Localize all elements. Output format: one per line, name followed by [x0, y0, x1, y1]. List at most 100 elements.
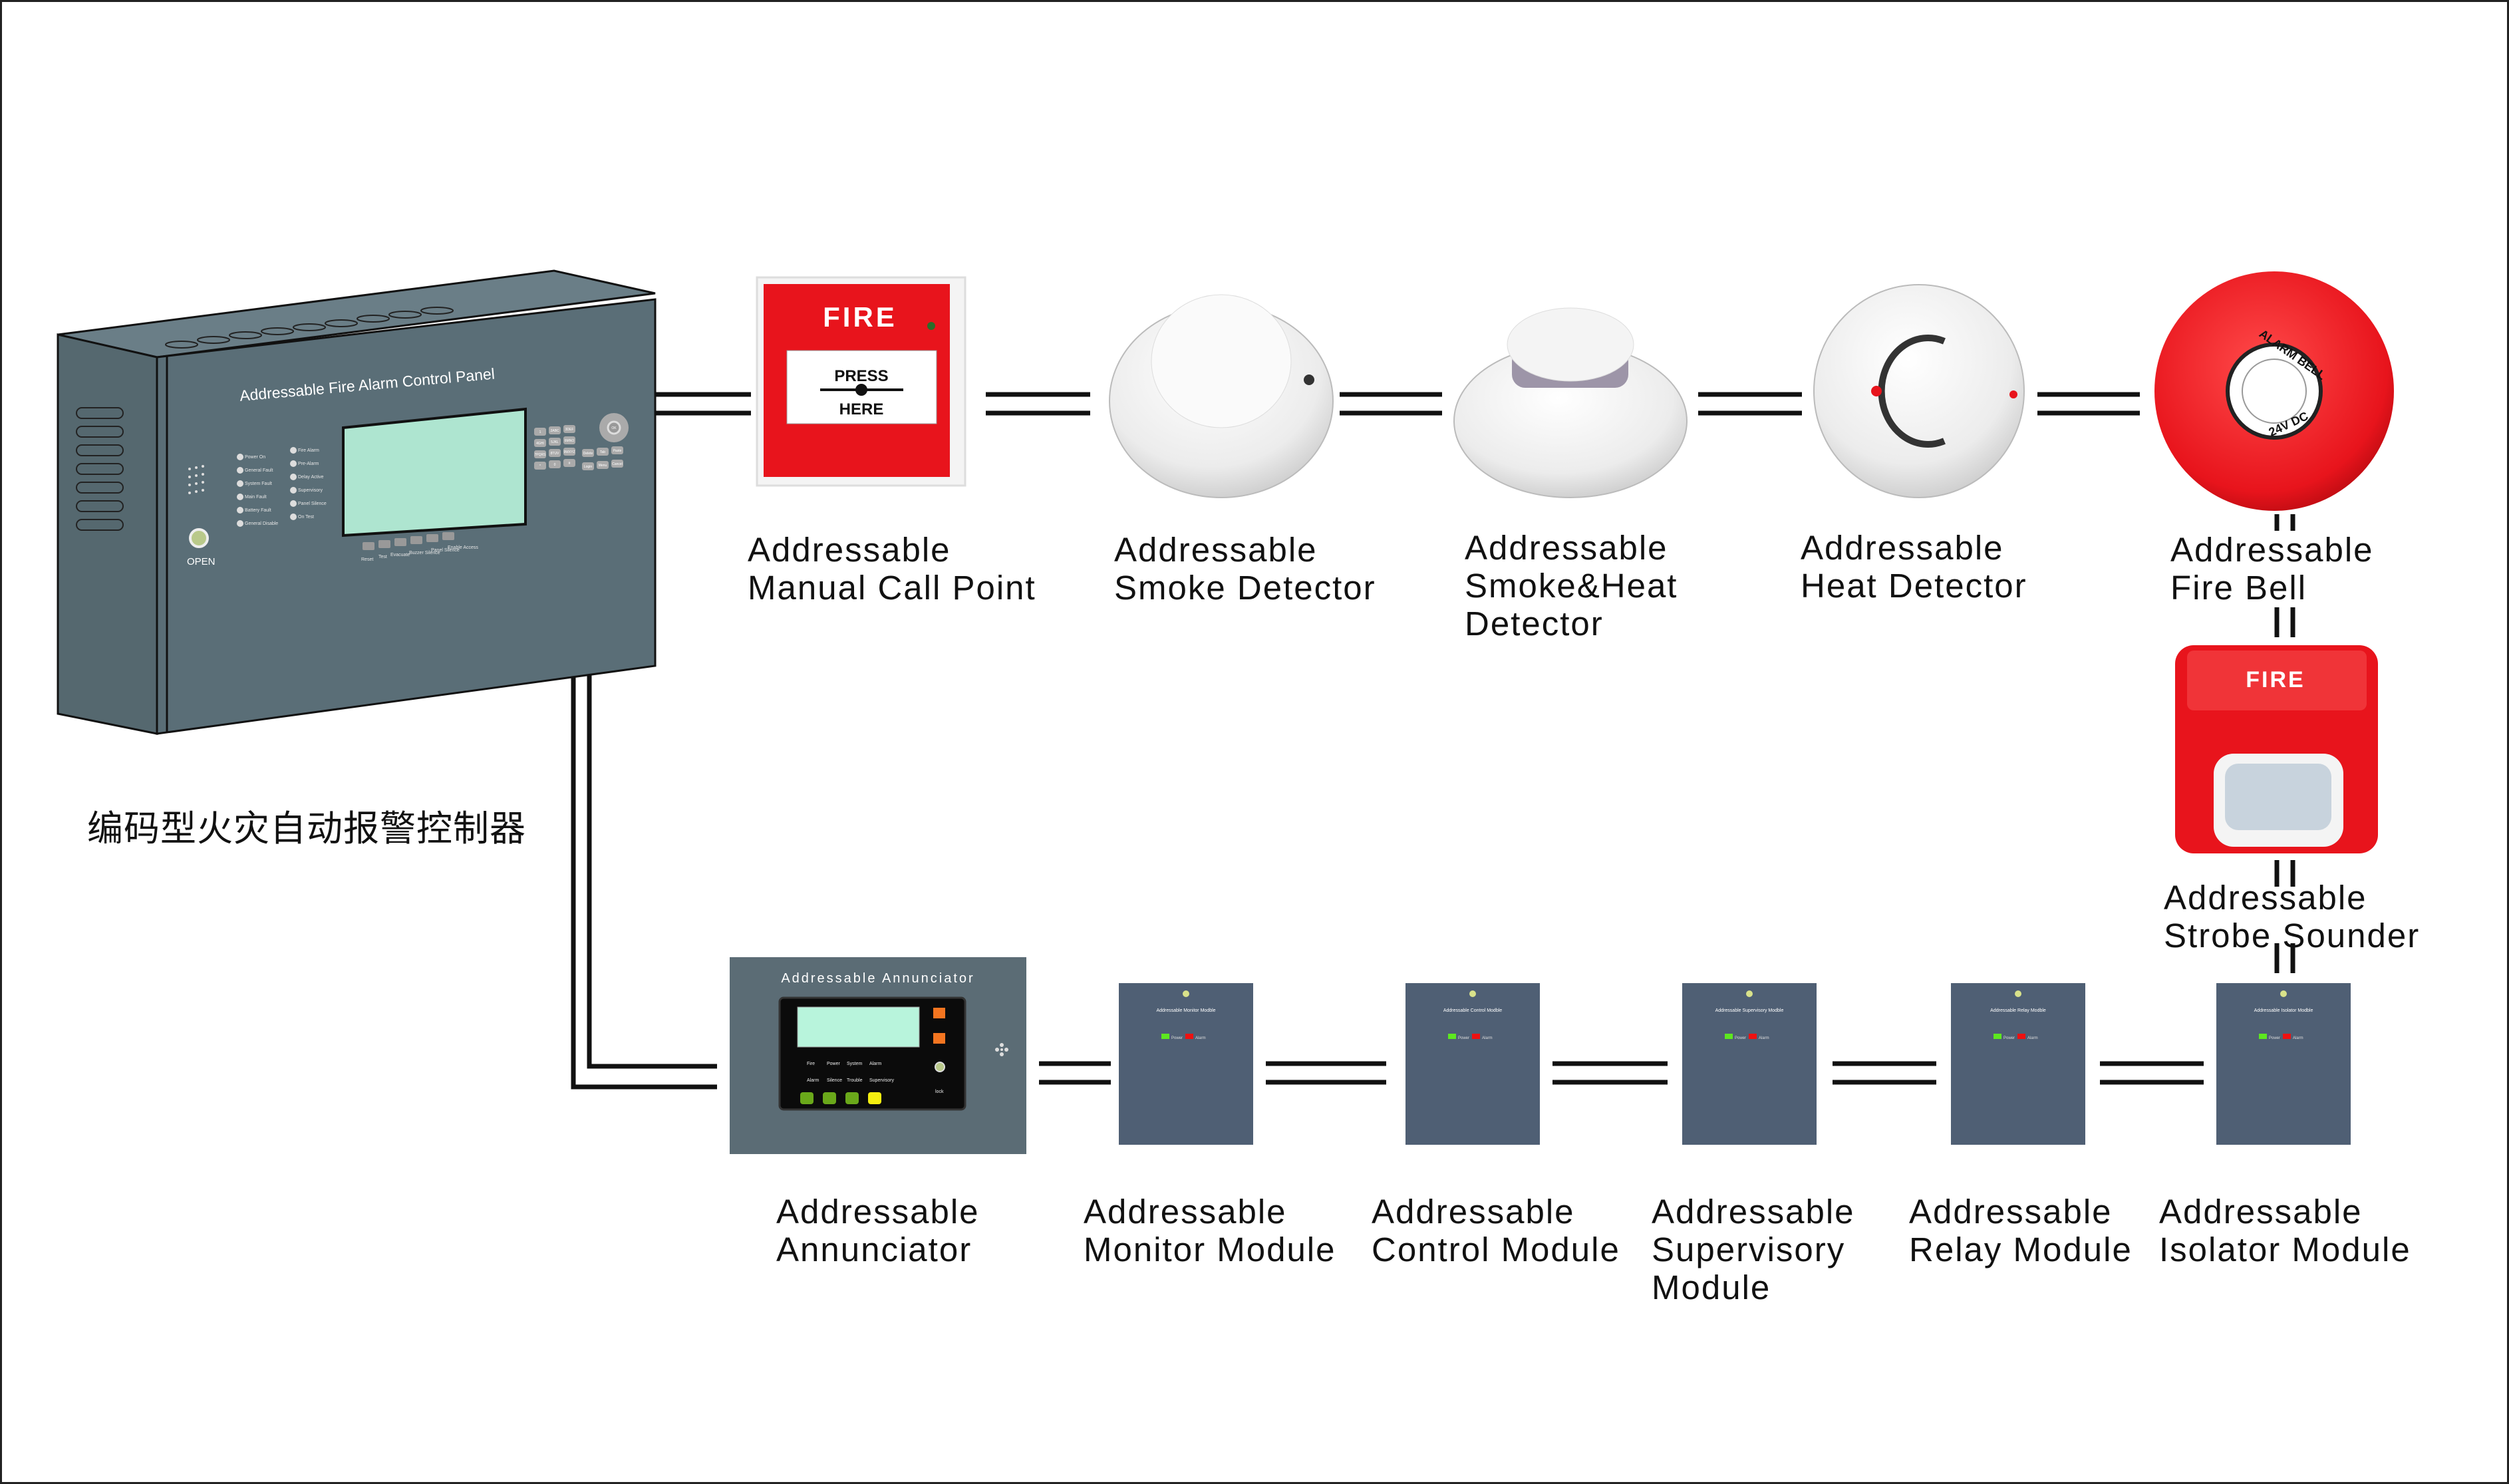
svg-text:Test: Test: [378, 555, 387, 559]
svg-text:PRESS: PRESS: [834, 367, 888, 385]
key-delete: Delete: [583, 452, 593, 456]
key-8tuv: 8TUV: [551, 452, 559, 456]
svg-text:FIRE: FIRE: [2246, 667, 2305, 692]
svg-text:Addressable Monitor Modble: Addressable Monitor Modble: [1156, 1008, 1215, 1013]
svg-text:General Fault: General Fault: [245, 468, 273, 473]
key-2abc: 2ABC: [550, 429, 559, 433]
annunciator-device: Addressable Annunciator Fire Power Syste…: [730, 957, 1026, 1154]
svg-text:Addressable Isolator Modble: Addressable Isolator Modble: [2254, 1008, 2313, 1013]
svg-text:Panel Silence: Panel Silence: [298, 502, 327, 506]
svg-text:Enable Access: Enable Access: [448, 545, 478, 550]
svg-text:Delay Active: Delay Active: [298, 475, 324, 480]
panel-lcd: [342, 407, 527, 537]
svg-text:Supervisory: Supervisory: [298, 488, 323, 493]
svg-text:Power On: Power On: [245, 455, 265, 460]
key-5jkl: 5JKL: [551, 440, 559, 444]
key-star: *: [539, 464, 541, 468]
svg-text:Battery Fault: Battery Fault: [245, 508, 271, 513]
knockouts: [165, 307, 454, 349]
wire-heat-bell: [2037, 392, 2140, 416]
key-7pqrs: 7PQRS: [535, 453, 547, 457]
key-9wxyz: 9WXYZ: [563, 450, 575, 454]
svg-text:Power: Power: [2269, 1036, 2280, 1040]
svg-text:Alarm: Alarm: [1482, 1036, 1493, 1040]
svg-text:lock: lock: [935, 1090, 944, 1094]
svg-text:Buzzer Silence: Buzzer Silence: [409, 551, 440, 555]
key-login: Login: [584, 465, 592, 469]
wire-panel-annunciator: [571, 675, 717, 1090]
svg-text:Alarm: Alarm: [869, 1062, 881, 1066]
svg-text:On Test: On Test: [298, 515, 314, 519]
manual-call-point: FIRE PRESS HERE: [756, 276, 966, 487]
panel-led-labels: Power On General Fault System Fault Main…: [245, 448, 327, 526]
svg-text:Alarm: Alarm: [807, 1078, 819, 1083]
wiring: [571, 392, 2295, 1090]
panel-buttons: [363, 532, 454, 550]
control-panel-chinese-label: 编码型火灾自动报警控制器: [87, 808, 526, 849]
svg-text:Power: Power: [1458, 1036, 1469, 1040]
svg-text:Main Fault: Main Fault: [245, 495, 267, 500]
svg-text:Alarm: Alarm: [2027, 1036, 2038, 1040]
key-menu: Menu: [599, 464, 607, 468]
svg-text:Pre-Alarm: Pre-Alarm: [298, 462, 319, 466]
svg-text:Reset: Reset: [361, 557, 373, 562]
svg-text:Fire: Fire: [807, 1062, 815, 1066]
svg-text:Silence: Silence: [827, 1078, 842, 1083]
module-isolator: Addressable Isolator Modble Power Alarm: [2216, 983, 2351, 1145]
module-relay: Addressable Relay Modble Power Alarm: [1951, 983, 2085, 1145]
panel-keypad-labels: 1 2ABC 3DEF 4GHI 5JKL 6MNO 7PQRS 8TUV 9W…: [535, 426, 623, 469]
svg-text:General Disable: General Disable: [245, 521, 278, 526]
smoke-detector: [1109, 294, 1334, 498]
key-hash: #: [569, 462, 571, 466]
svg-text:Supervisory: Supervisory: [869, 1078, 894, 1083]
svg-text:Power: Power: [827, 1062, 841, 1066]
panel-side-face: [57, 333, 158, 735]
svg-text:Panel Silence: Panel Silence: [431, 548, 460, 553]
key-4ghi: 4GHI: [536, 442, 544, 446]
wire-annunciator-monitor: [1039, 1061, 1111, 1085]
svg-text:Addressable Annunciator: Addressable Annunciator: [781, 971, 974, 986]
svg-text:Fire Alarm: Fire Alarm: [298, 448, 319, 453]
svg-text:Power: Power: [2003, 1036, 2015, 1040]
wire-smoke-smokeheat: [1340, 392, 1442, 416]
key-6mno: 6MNO: [565, 439, 575, 443]
wire-mcp-smoke: [986, 392, 1090, 416]
open-label: OPEN: [187, 556, 216, 567]
svg-text:HERE: HERE: [839, 400, 884, 418]
wire-panel-mcp: [655, 392, 751, 416]
svg-text:FIRE: FIRE: [823, 301, 897, 333]
wire-supervisory-relay: [1833, 1061, 1936, 1085]
svg-text:Trouble: Trouble: [847, 1078, 863, 1083]
svg-text:Addressable Supervisory Modble: Addressable Supervisory Modble: [1715, 1008, 1784, 1013]
panel-keypad: [534, 413, 629, 470]
heat-detector: [1813, 284, 2025, 498]
key-tab: Tab: [600, 450, 605, 454]
svg-text:Addressable Relay Modble: Addressable Relay Modble: [1990, 1008, 2046, 1013]
key-0: 0: [554, 463, 556, 467]
wire-smokeheat-heat: [1698, 392, 1802, 416]
wire-control-supervisory: [1552, 1061, 1668, 1085]
key-1: 1: [539, 430, 541, 434]
svg-text:System: System: [847, 1062, 863, 1066]
fire-bell: ALARM BELL 24V DC: [2154, 271, 2394, 511]
svg-text:Alarm: Alarm: [1195, 1036, 1206, 1040]
key-lock-icon: [189, 528, 209, 548]
svg-text:Power: Power: [1735, 1036, 1746, 1040]
svg-text:Alarm: Alarm: [1759, 1036, 1769, 1040]
module-supervisory: Addressable Supervisory Modble Power Alar…: [1682, 983, 1817, 1145]
control-panel: Addressable Fire Alarm Control Panel Pow…: [57, 269, 657, 735]
svg-text:Alarm: Alarm: [2293, 1036, 2303, 1040]
key-3def: 3DEF: [565, 428, 574, 432]
